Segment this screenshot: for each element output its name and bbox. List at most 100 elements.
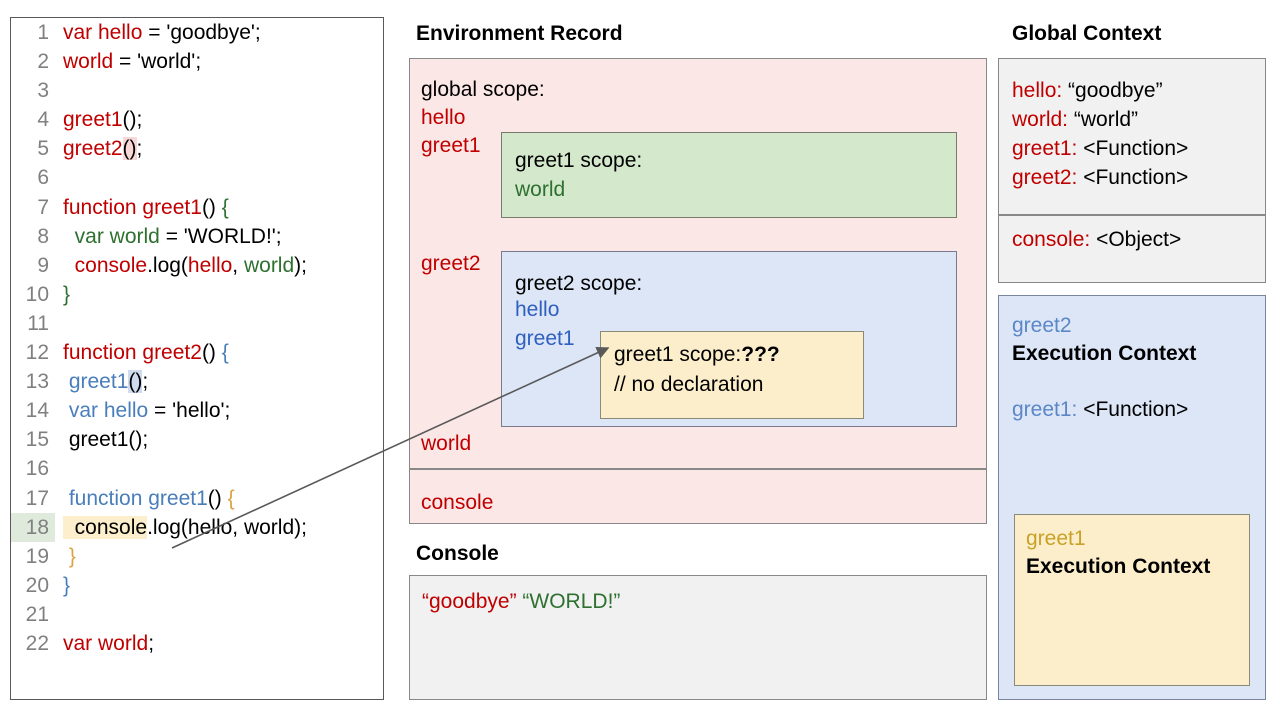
- greet1-execution-context-label: Execution Context: [1026, 555, 1211, 578]
- code-line-text: greet1();: [55, 425, 148, 454]
- code-token: world: [63, 50, 114, 74]
- code-token: }: [63, 282, 71, 306]
- global-binding-value: <Function>: [1083, 166, 1189, 189]
- code-line[interactable]: 16: [11, 454, 383, 483]
- code-token: {: [221, 195, 229, 219]
- global-context-title: Global Context: [1012, 22, 1162, 45]
- code-token: var hello: [63, 399, 149, 423]
- code-line-number: 9: [37, 253, 49, 277]
- code-token: function greet1: [63, 195, 202, 219]
- code-token: console: [63, 515, 148, 539]
- code-line[interactable]: 19 }: [11, 542, 383, 571]
- code-token: = 'WORLD!';: [159, 224, 282, 248]
- code-line-number: 11: [27, 311, 49, 335]
- greet1-inner-scope-heading: greet1 scope:???: [614, 343, 780, 367]
- code-line[interactable]: 1 var hello = 'goodbye';: [11, 18, 383, 47]
- env-binding-greet2: greet2: [421, 252, 481, 275]
- code-line[interactable]: 8 var world = 'WORLD!';: [11, 222, 383, 251]
- code-token: world: [243, 253, 295, 277]
- code-token: var hello: [63, 21, 143, 44]
- global-context-bindings: hello: “goodbye” world: “world” greet1: …: [1012, 76, 1188, 192]
- env-binding-greet1: greet1: [421, 134, 481, 157]
- code-line-number: 22: [25, 631, 49, 655]
- code-line[interactable]: 15 greet1();: [11, 425, 383, 454]
- code-line[interactable]: 17 function greet1() {: [11, 484, 383, 513]
- env-binding-console: console: [421, 491, 494, 514]
- code-token: var world: [63, 631, 149, 655]
- code-line-number: 6: [37, 166, 49, 190]
- code-line-number: 1: [37, 21, 49, 44]
- code-line[interactable]: 6: [11, 163, 383, 192]
- environment-record-divider: [409, 468, 987, 470]
- code-token: (): [201, 195, 222, 219]
- code-line-text: greet2();: [55, 134, 142, 163]
- code-line-number: 10: [25, 282, 49, 306]
- code-token: {: [221, 341, 229, 365]
- code-line-number: 18: [11, 512, 55, 542]
- code-line-text: var world;: [55, 629, 154, 658]
- greet2-execution-context-name: greet2: [1012, 314, 1072, 337]
- code-token: function greet2: [63, 341, 202, 365]
- code-token: }: [63, 544, 76, 568]
- code-token: console: [63, 253, 148, 277]
- code-line[interactable]: 10}: [11, 280, 383, 309]
- greet1-execution-context-name: greet1: [1026, 527, 1086, 550]
- code-token: greet1();: [63, 428, 149, 452]
- code-line-text: var world = 'WORLD!';: [55, 222, 282, 251]
- code-line[interactable]: 20}: [11, 571, 383, 600]
- console-title: Console: [416, 542, 499, 565]
- code-line[interactable]: 21: [11, 600, 383, 629]
- code-line[interactable]: 3: [11, 76, 383, 105]
- global-scope-heading: global scope:: [421, 78, 545, 101]
- greet1-scope-heading: greet1 scope:: [515, 149, 643, 172]
- environment-record-title: Environment Record: [416, 22, 623, 45]
- code-token: {: [227, 486, 235, 510]
- code-line-text: greet1();: [55, 105, 142, 134]
- global-binding-value: “goodbye”: [1068, 79, 1163, 102]
- global-context-box: [998, 58, 1266, 283]
- global-binding-key: console:: [1012, 228, 1097, 251]
- console-box[interactable]: [409, 575, 987, 700]
- code-line[interactable]: 18 console.log(hello, world);: [11, 512, 383, 542]
- code-line-number: 7: [37, 195, 49, 219]
- code-token: = 'world';: [113, 50, 202, 74]
- code-line-text: }: [55, 542, 76, 571]
- greet1-inner-scope-comment: // no declaration: [614, 373, 764, 396]
- code-line-number: 8: [37, 224, 49, 248]
- code-line[interactable]: 7 function greet1() {: [11, 193, 383, 222]
- code-line[interactable]: 14 var hello = 'hello';: [11, 396, 383, 425]
- greet1-inner-scope-head-text: greet1 scope:: [614, 343, 742, 366]
- code-line-number: 13: [25, 370, 49, 394]
- global-binding-key: greet2:: [1012, 166, 1084, 189]
- code-line-number: 4: [37, 108, 49, 132]
- code-line-text: function greet1() {: [55, 484, 235, 513]
- greet2-execution-context-label: Execution Context: [1012, 342, 1197, 365]
- global-binding-value: “world”: [1073, 108, 1139, 131]
- code-line[interactable]: 11: [11, 309, 383, 338]
- code-line-text: var hello = 'goodbye';: [55, 18, 261, 47]
- global-binding-value: <Function>: [1083, 137, 1189, 160]
- global-binding-key: hello:: [1012, 79, 1069, 102]
- global-binding-row: world: “world”: [1012, 105, 1188, 134]
- greet1-execution-context-box: [1014, 514, 1250, 686]
- global-binding-row: greet1: <Function>: [1012, 134, 1188, 163]
- code-line[interactable]: 9 console.log(hello, world);: [11, 251, 383, 280]
- console-output: “goodbye” “WORLD!”: [422, 590, 620, 614]
- code-line-text: var hello = 'hello';: [55, 396, 231, 425]
- code-line-number: 19: [25, 544, 49, 568]
- code-line[interactable]: 13 greet1();: [11, 367, 383, 396]
- code-line-number: 14: [25, 399, 49, 423]
- code-token: ,: [232, 253, 244, 277]
- code-token: ;: [136, 137, 143, 161]
- console-output-goodbye: “goodbye”: [422, 590, 517, 613]
- code-token: ;: [148, 631, 155, 655]
- greet1-inner-scope-box: [600, 331, 864, 419]
- env-binding-world: world: [421, 432, 472, 455]
- code-token: .log(hello, world);: [147, 515, 307, 539]
